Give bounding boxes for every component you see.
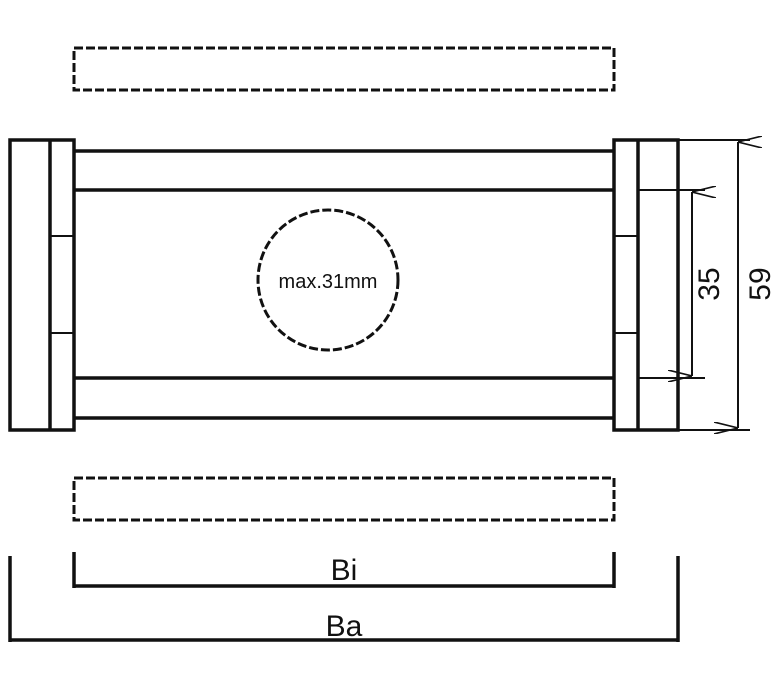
frame-rails: [74, 149, 614, 420]
outer-width-label: Ba: [326, 610, 363, 643]
left-end-block: [8, 138, 76, 432]
top-dashed-plate: [72, 46, 616, 92]
outer-height-label: 59: [744, 267, 777, 300]
inner-height-label: 35: [693, 267, 726, 300]
outer-width-dimension: [8, 556, 680, 642]
extension-lines: [614, 139, 750, 431]
inner-width-label: Bi: [331, 554, 358, 587]
cable-circle: [256, 208, 400, 352]
inner-width-dimension: [72, 552, 616, 588]
right-end-block: [612, 138, 680, 432]
bottom-dashed-plate: [72, 476, 616, 522]
circle-label: max.31mm: [279, 271, 378, 293]
